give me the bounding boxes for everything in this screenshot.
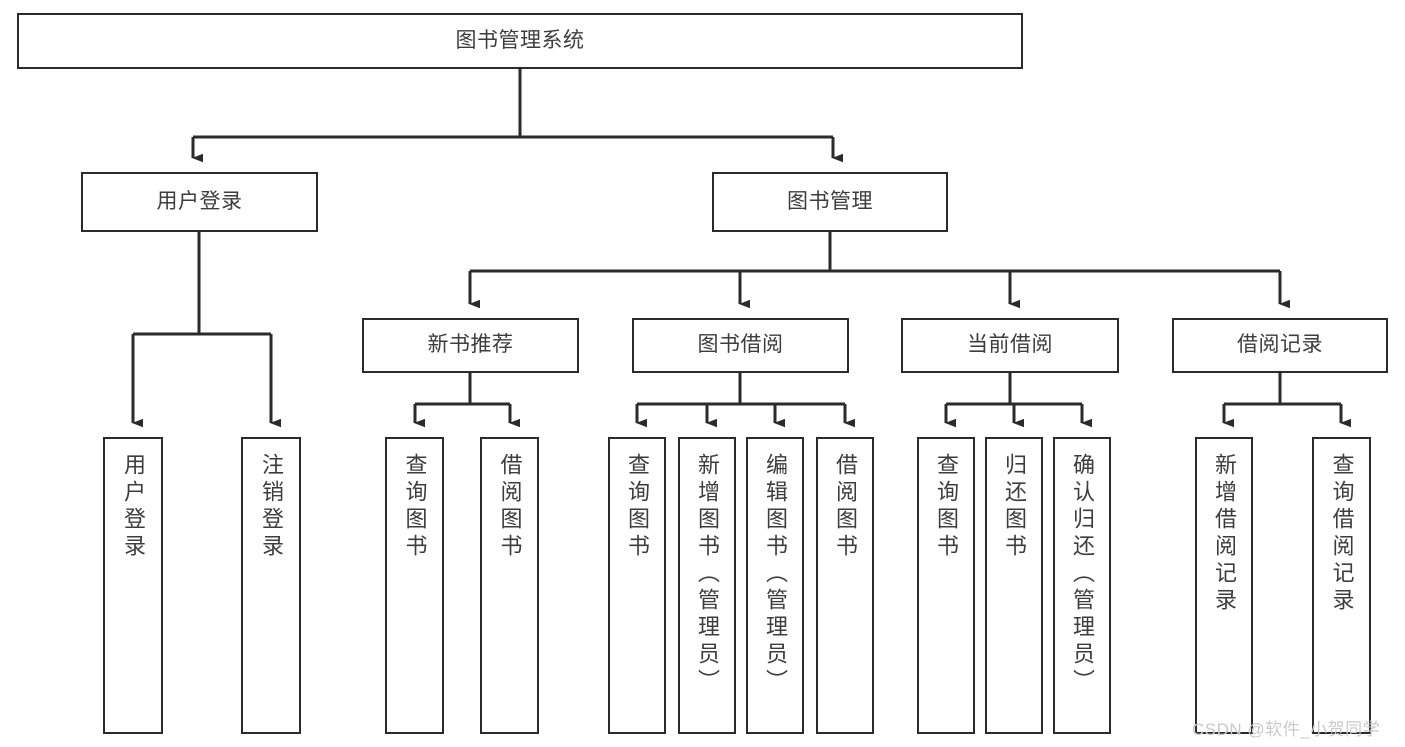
leaf-node-label: 确认归还（管理员）: [1070, 453, 1095, 696]
leaf-node-label: 注销登录: [259, 453, 284, 561]
node-user-login[interactable]: 用户登录: [81, 172, 318, 232]
leaf-node-label: 归还图书: [1002, 453, 1027, 561]
leaf-node-label: 查询图书: [402, 453, 428, 561]
leaf-node-label: 用户登录: [121, 453, 146, 561]
leaf-node-label: 新增借阅记录: [1212, 453, 1237, 615]
leaf-node[interactable]: 新增图书（管理员）: [678, 437, 736, 734]
leaf-node-label: 查询图书: [625, 453, 650, 561]
node-user-login-label: 用户登录: [156, 189, 243, 213]
node-new-book-recommend[interactable]: 新书推荐: [362, 318, 579, 373]
leaf-node[interactable]: 借阅图书: [816, 437, 874, 734]
node-borrow-records-label: 借阅记录: [1237, 333, 1323, 357]
leaf-node[interactable]: 查询图书: [385, 437, 444, 734]
node-current-borrow-label: 当前借阅: [967, 333, 1053, 357]
node-book-management[interactable]: 图书管理: [712, 172, 948, 232]
node-book-borrow-label: 图书借阅: [697, 333, 784, 357]
node-root-label: 图书管理系统: [455, 28, 585, 52]
leaf-node-label: 查询借阅记录: [1329, 453, 1355, 615]
leaf-node[interactable]: 查询图书: [917, 437, 975, 734]
node-root-system[interactable]: 图书管理系统: [17, 13, 1023, 69]
leaf-node[interactable]: 借阅图书: [480, 437, 539, 734]
leaf-node[interactable]: 用户登录: [103, 437, 163, 734]
leaf-node-label: 编辑图书（管理员）: [763, 453, 788, 696]
leaf-node[interactable]: 归还图书: [985, 437, 1043, 734]
leaf-node[interactable]: 编辑图书（管理员）: [746, 437, 804, 734]
leaf-node[interactable]: 新增借阅记录: [1195, 437, 1253, 734]
node-borrow-records[interactable]: 借阅记录: [1172, 318, 1388, 373]
csdn-watermark: CSDN @软件_小贺同学: [1192, 720, 1381, 739]
leaf-node[interactable]: 查询借阅记录: [1312, 437, 1371, 734]
leaf-node-label: 新增图书（管理员）: [695, 453, 720, 696]
leaf-node[interactable]: 确认归还（管理员）: [1053, 437, 1111, 734]
node-new-book-recommend-label: 新书推荐: [427, 333, 514, 357]
leaf-node[interactable]: 注销登录: [241, 437, 301, 734]
node-book-borrow[interactable]: 图书借阅: [632, 318, 849, 373]
leaf-node-label: 借阅图书: [833, 453, 858, 561]
leaf-node[interactable]: 查询图书: [608, 437, 666, 734]
leaf-node-label: 借阅图书: [497, 453, 523, 561]
leaf-node-label: 查询图书: [934, 453, 959, 561]
node-current-borrow[interactable]: 当前借阅: [901, 318, 1119, 373]
node-book-management-label: 图书管理: [787, 189, 873, 213]
